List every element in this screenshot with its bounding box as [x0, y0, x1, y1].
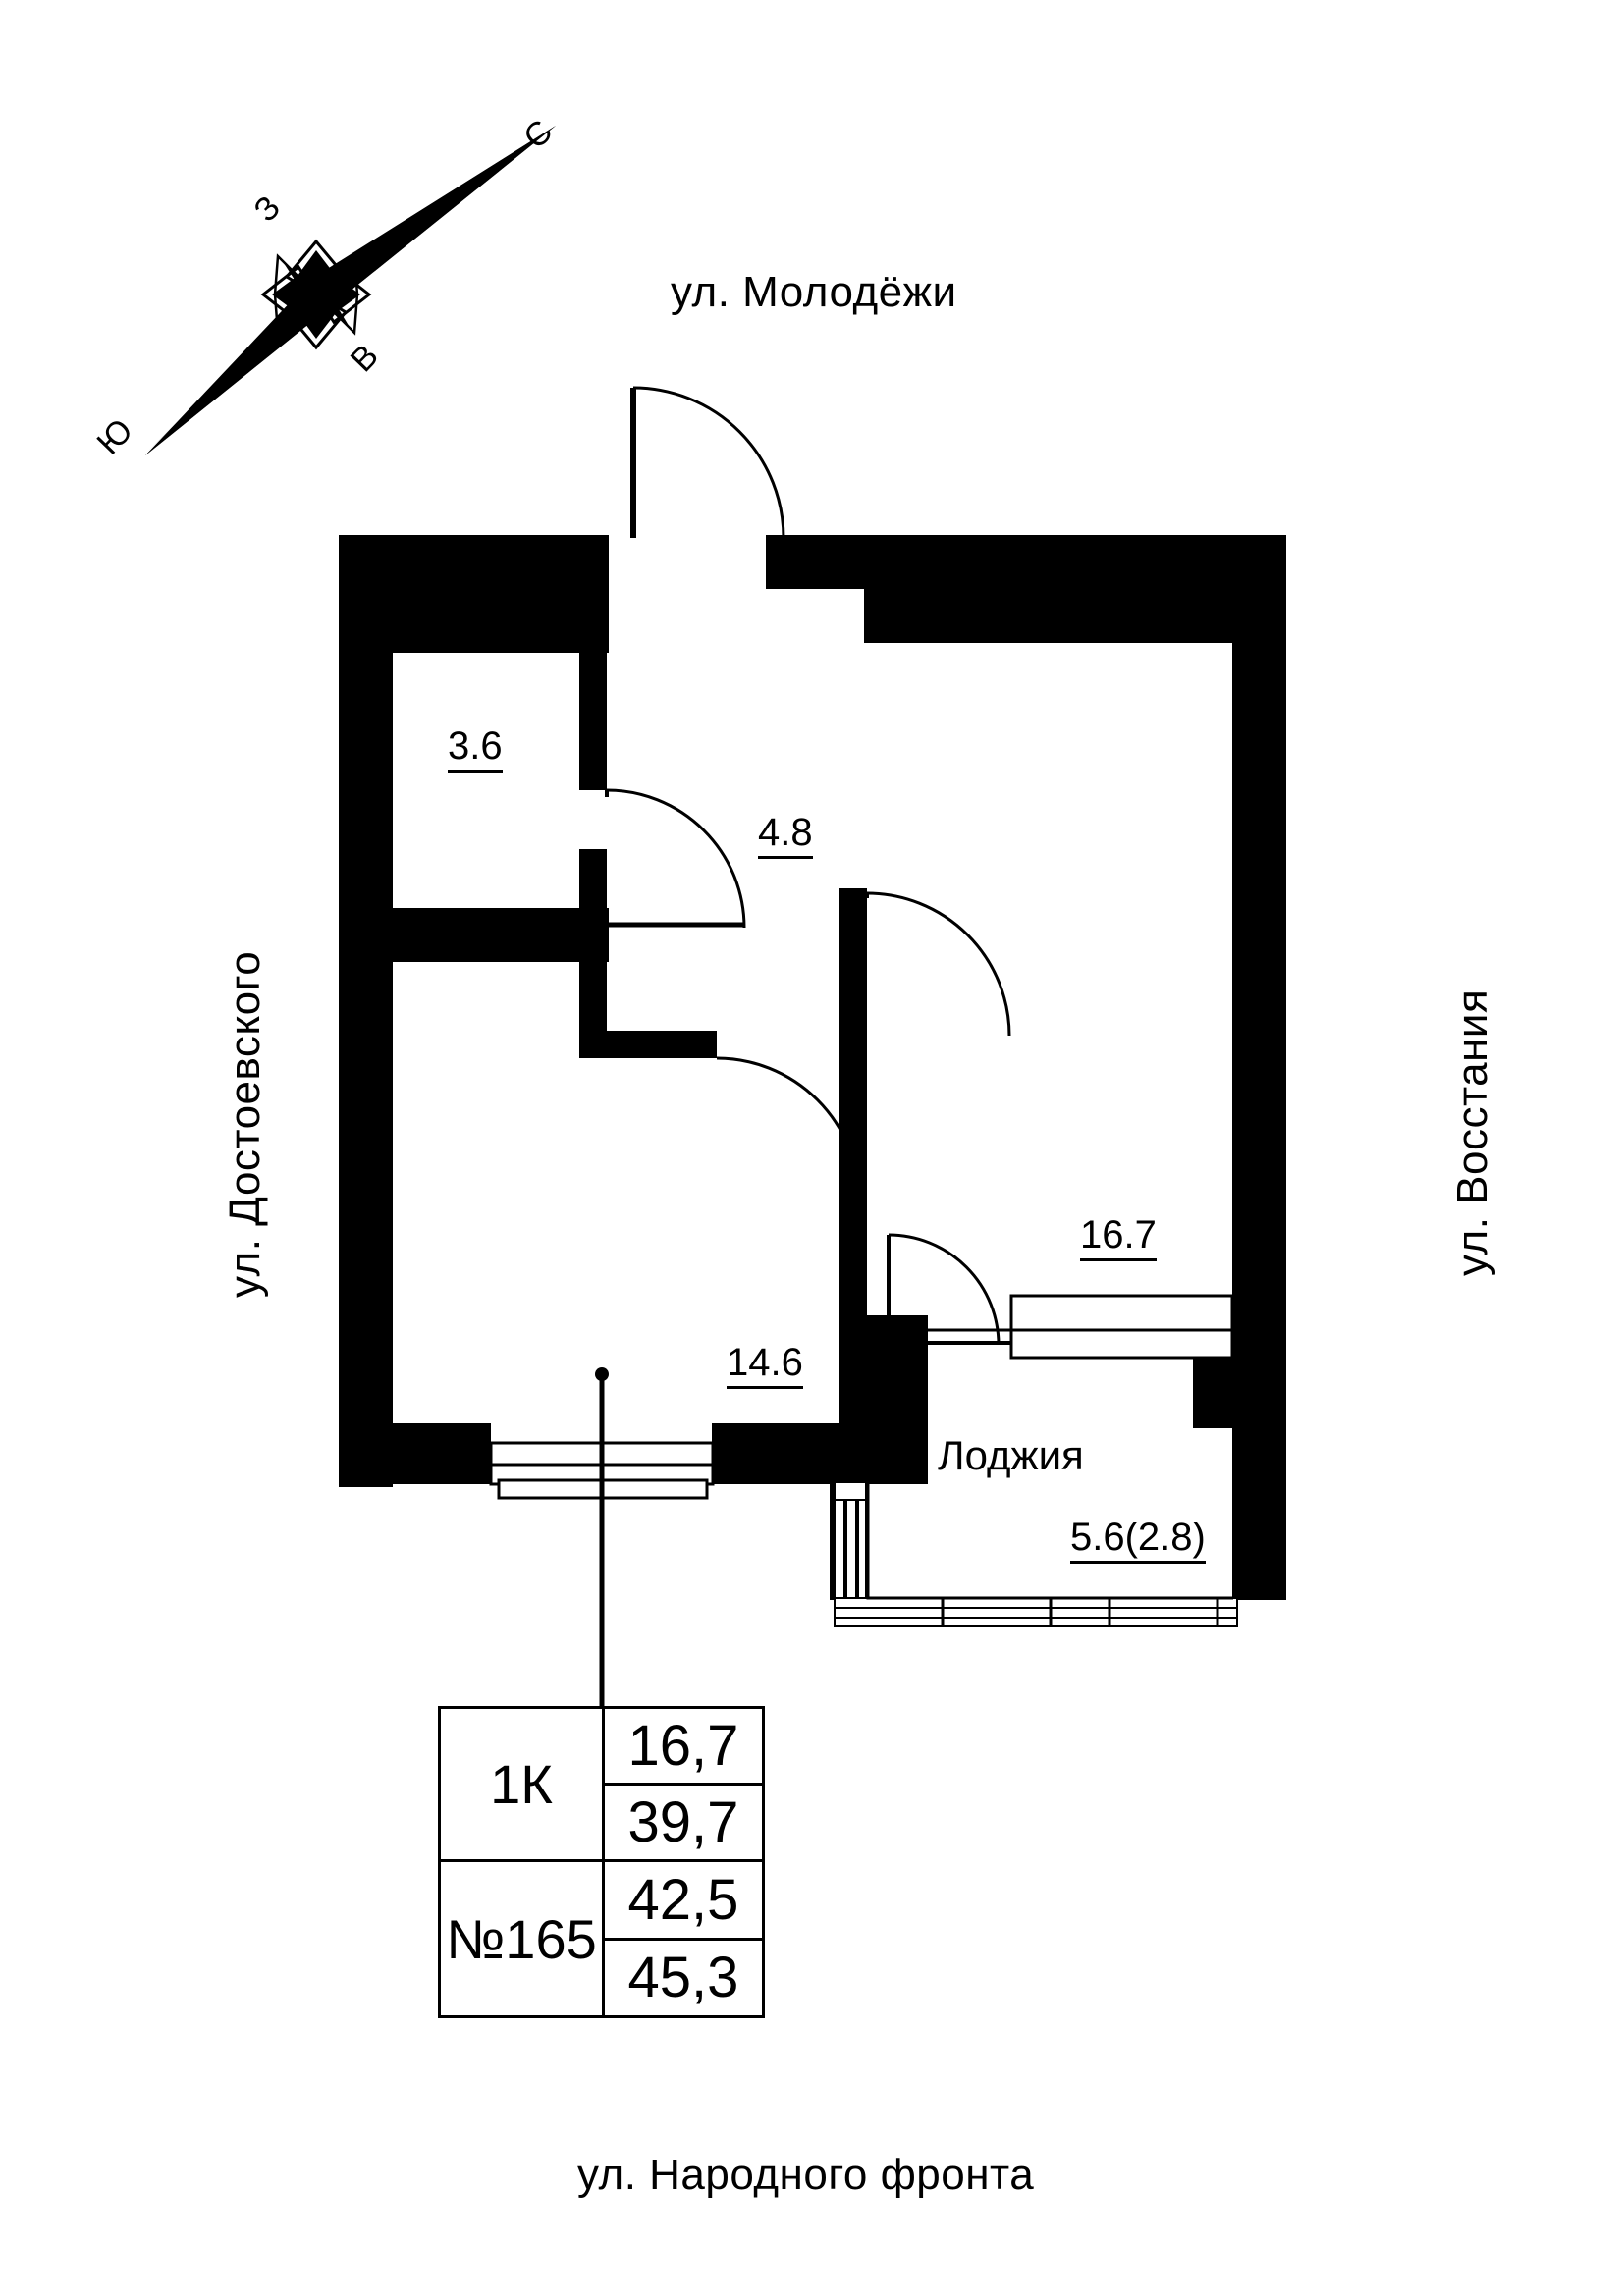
street-label-bottom: ул. Народного фронта: [577, 2151, 1035, 2199]
area-label-living-room: 16.7: [1080, 1215, 1157, 1261]
info-table-areas-top-cell: 16,7 39,7: [605, 1709, 762, 1862]
windows: [489, 1294, 1238, 1627]
info-table-number-cell: №165: [441, 1862, 605, 2015]
apartment-info-table: 1К 16,7 39,7 №165 42,5 45,3: [438, 1706, 765, 2018]
apartment-type-label: 1К: [490, 1753, 553, 1815]
street-label-top: ул. Молодёжи: [671, 268, 957, 316]
apartment-walls: [339, 535, 1286, 1600]
useful-area-value: 39,7: [627, 1790, 739, 1854]
area-label-loggia: 5.6(2.8): [1070, 1518, 1206, 1564]
area-label-kitchen: 14.6: [727, 1343, 803, 1389]
area-label-hall: 4.8: [758, 813, 813, 859]
living-area-value: 16,7: [605, 1709, 762, 1786]
room-label-loggia: Лоджия: [938, 1432, 1084, 1478]
total-with-loggia-value: 45,3: [627, 1946, 739, 2010]
total-area-value: 42,5: [605, 1862, 762, 1941]
street-label-right: ул. Восстания: [1448, 988, 1496, 1276]
street-label-left: ул. Достоевского: [221, 950, 269, 1298]
info-table-type-cell: 1К: [441, 1709, 605, 1862]
doors: [605, 386, 1011, 1346]
area-label-bathroom: 3.6: [448, 726, 503, 773]
info-table-areas-bottom-cell: 42,5 45,3: [605, 1862, 762, 2015]
apartment-number-label: №165: [446, 1907, 597, 1970]
leader-line: [595, 1367, 609, 1708]
compass-rose: [145, 126, 556, 455]
